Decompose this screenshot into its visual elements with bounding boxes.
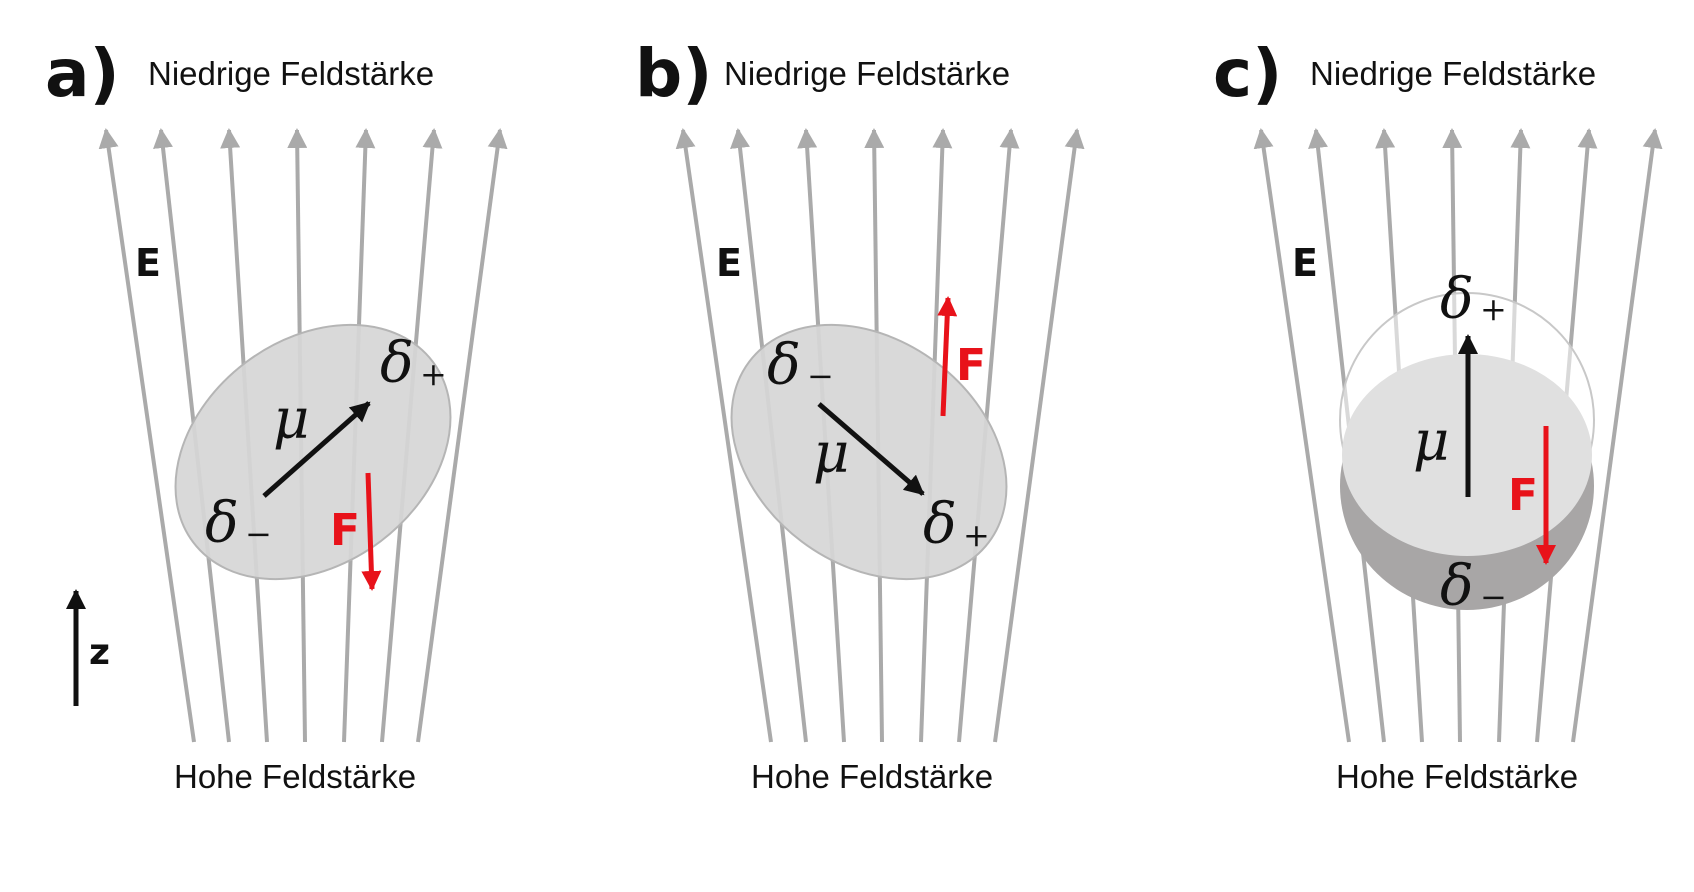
delta-minus-a: δ — [205, 491, 239, 556]
mu-label-b: μ — [813, 421, 849, 486]
dipole-arrow-a — [262, 401, 371, 498]
minus-sign-b: − — [807, 357, 834, 395]
molecule-ellipse-b — [730, 323, 1008, 581]
panel-a: a) Niedrige Feldstärke E μ δ + δ − F z H… — [45, 35, 508, 795]
field-label-e-c: E — [1292, 241, 1318, 285]
dipole-arrow-b — [817, 402, 925, 496]
mu-label-a: μ — [273, 387, 309, 452]
low-field-label-b: Niedrige Feldstärke — [724, 55, 1010, 92]
plus-sign-a: + — [420, 355, 447, 393]
mu-label-c: μ — [1413, 409, 1449, 474]
plus-sign-b: + — [963, 516, 990, 554]
panel-label-b: b) — [635, 35, 712, 112]
force-label-b: F — [956, 340, 986, 391]
field-label-e-a: E — [135, 241, 161, 285]
delta-plus-a: δ — [380, 331, 414, 396]
high-field-label-c: Hohe Feldstärke — [1336, 758, 1578, 795]
panel-c: c) Niedrige Feldstärke E μ δ + δ − F Hoh… — [1213, 35, 1663, 795]
delta-plus-b: δ — [923, 492, 957, 557]
panel-label-a: a) — [45, 35, 120, 112]
force-arrow-b — [937, 296, 958, 417]
plus-sign-c: + — [1480, 290, 1507, 328]
low-field-label-c: Niedrige Feldstärke — [1310, 55, 1596, 92]
minus-sign-c: − — [1480, 578, 1507, 616]
panel-b: b) Niedrige Feldstärke E μ δ − δ + F Hoh… — [635, 35, 1085, 795]
force-label-a: F — [330, 505, 360, 556]
delta-plus-c: δ — [1440, 267, 1474, 332]
minus-sign-a: − — [245, 515, 272, 553]
high-field-label-a: Hohe Feldstärke — [174, 758, 416, 795]
low-field-label-a: Niedrige Feldstärke — [148, 55, 434, 92]
field-label-e-b: E — [716, 241, 742, 285]
delta-minus-b: δ — [767, 333, 801, 398]
force-label-c: F — [1508, 470, 1538, 521]
high-field-label-b: Hohe Feldstärke — [751, 758, 993, 795]
panel-label-c: c) — [1213, 35, 1282, 112]
z-axis-label: z — [89, 632, 110, 673]
delta-minus-c: δ — [1440, 554, 1474, 619]
force-arrow-a — [361, 472, 382, 591]
